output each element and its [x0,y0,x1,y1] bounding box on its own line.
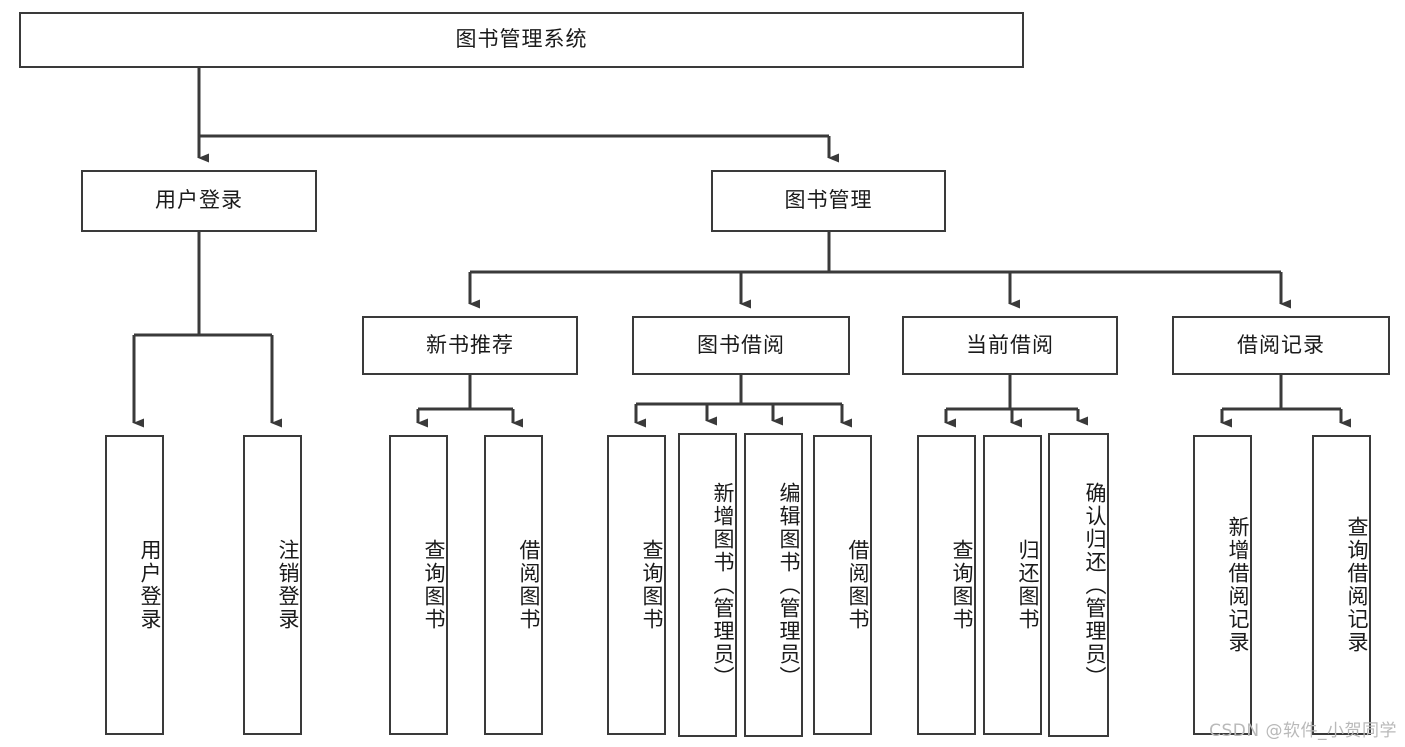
node-leaf-query-record[interactable]: 查询借阅记录 [1312,435,1371,735]
node-leaf-user-logout[interactable]: 注销登录 [243,435,302,735]
node-label: 查询图书 [422,539,446,631]
node-label: 图书管理系统 [455,27,588,52]
node-borrow-record[interactable]: 借阅记录 [1172,316,1390,375]
node-label: 归还图书 [1016,539,1040,631]
node-label: 确认归还（管理员） [1083,481,1107,689]
node-leaf-return-book[interactable]: 归还图书 [983,435,1042,735]
node-leaf-user-login[interactable]: 用户登录 [105,435,164,735]
node-label: 查询图书 [640,539,664,631]
node-leaf-query-book-1[interactable]: 查询图书 [389,435,448,735]
node-label: 用户登录 [155,188,243,213]
node-label: 查询借阅记录 [1345,516,1369,654]
node-label: 借阅记录 [1237,332,1325,357]
node-label: 新书推荐 [426,332,514,357]
node-label: 用户登录 [138,539,162,631]
node-label: 新增图书（管理员） [711,481,735,689]
node-label: 查询图书 [950,539,974,631]
node-leaf-edit-book[interactable]: 编辑图书（管理员） [744,433,803,737]
node-user-login[interactable]: 用户登录 [81,170,317,232]
node-leaf-add-record[interactable]: 新增借阅记录 [1193,435,1252,735]
node-label: 当前借阅 [966,332,1054,357]
node-label: 新增借阅记录 [1226,516,1250,654]
node-leaf-query-book-2[interactable]: 查询图书 [607,435,666,735]
node-label: 借阅图书 [846,539,870,631]
node-book-manage[interactable]: 图书管理 [711,170,946,232]
node-leaf-borrow-book-2[interactable]: 借阅图书 [813,435,872,735]
node-label: 注销登录 [276,539,300,631]
node-root[interactable]: 图书管理系统 [19,12,1024,68]
node-leaf-query-book-3[interactable]: 查询图书 [917,435,976,735]
node-label: 编辑图书（管理员） [777,481,801,689]
node-current-borrow[interactable]: 当前借阅 [902,316,1118,375]
node-label: 图书管理 [784,188,873,213]
node-leaf-confirm-ret[interactable]: 确认归还（管理员） [1048,433,1109,737]
node-new-book-rec[interactable]: 新书推荐 [362,316,578,375]
watermark-label: CSDN @软件_小贺同学 [1209,721,1397,741]
node-book-borrow[interactable]: 图书借阅 [632,316,850,375]
node-label: 图书借阅 [697,332,785,357]
node-label: 借阅图书 [517,539,541,631]
node-leaf-borrow-book-1[interactable]: 借阅图书 [484,435,543,735]
node-leaf-add-book[interactable]: 新增图书（管理员） [678,433,737,737]
